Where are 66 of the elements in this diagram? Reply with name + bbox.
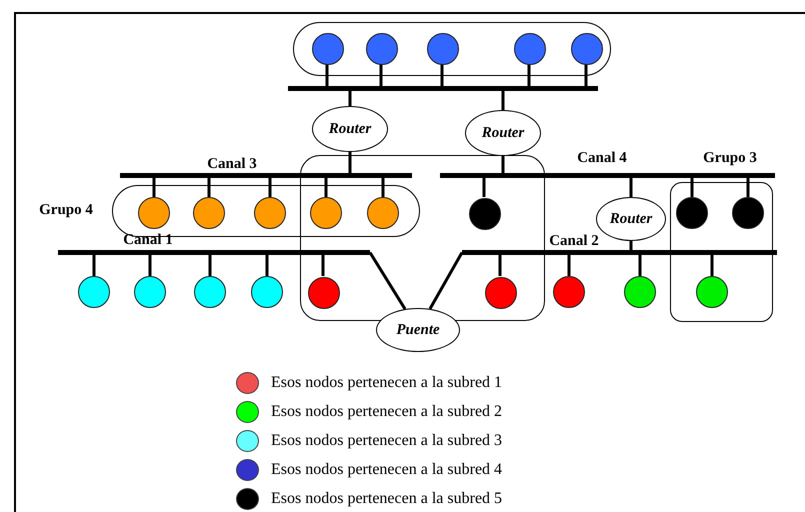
cable-line <box>266 255 268 276</box>
group-outline <box>293 22 611 76</box>
cable-line <box>498 255 502 276</box>
host-circle <box>134 276 166 308</box>
cable-line <box>482 178 486 197</box>
host-circle <box>514 33 546 65</box>
cable-line <box>348 91 352 106</box>
cable-line <box>208 255 212 276</box>
host-circle <box>138 197 170 229</box>
cable-line <box>148 255 152 276</box>
cable-line <box>440 64 444 86</box>
legend-text: Esos nodos pertenecen a la subred 3 <box>271 431 502 450</box>
host-circle <box>624 276 656 308</box>
cable-line <box>348 152 352 173</box>
cable-line <box>326 64 328 86</box>
legend-text: Esos nodos pertenecen a la subred 4 <box>271 460 502 479</box>
host-circle <box>78 276 110 308</box>
host-circle <box>427 33 459 65</box>
host-circle <box>310 197 342 229</box>
host-circle <box>696 276 728 308</box>
cable-line <box>638 255 642 276</box>
cable-line <box>152 178 156 197</box>
host-circle <box>676 197 708 229</box>
host-circle <box>312 33 344 65</box>
cable-line <box>568 255 570 276</box>
cable-line <box>746 178 750 197</box>
legend-text: Esos nodos pertenecen a la subred 1 <box>271 373 502 392</box>
cable-line <box>92 255 96 276</box>
cable-line <box>630 241 632 250</box>
cable-line <box>584 64 588 86</box>
router-node: Router <box>465 110 541 156</box>
host-circle <box>553 276 585 308</box>
cable-line <box>324 178 328 197</box>
cable-line <box>268 178 272 197</box>
host-circle <box>571 33 603 65</box>
host-circle <box>485 277 517 309</box>
host-circle <box>308 277 340 309</box>
legend-text: Esos nodos pertenecen a la subred 5 <box>271 489 502 508</box>
bridge-node: Puente <box>376 308 460 352</box>
cable-line <box>630 178 632 197</box>
cable-line <box>380 64 382 86</box>
bus-label: Canal 3 <box>207 156 257 172</box>
host-circle <box>193 197 225 229</box>
router-node: Router <box>312 106 388 152</box>
group-label: Grupo 3 <box>703 150 757 166</box>
host-circle <box>367 197 399 229</box>
host-circle <box>254 197 286 229</box>
legend-text: Esos nodos pertenecen a la subred 2 <box>271 402 502 421</box>
cable-line <box>690 178 694 197</box>
host-circle <box>469 198 501 230</box>
cable-line <box>368 252 406 310</box>
host-circle <box>366 33 398 65</box>
bus-label: Canal 4 <box>577 150 627 166</box>
cable-line <box>322 255 324 276</box>
cable-line <box>710 255 714 276</box>
cable-line <box>502 91 504 110</box>
cable-line <box>528 64 530 86</box>
bus-label: Canal 2 <box>549 233 599 249</box>
group-label: Grupo 4 <box>39 202 93 218</box>
cable-line <box>428 252 464 310</box>
cable-line <box>502 156 504 173</box>
host-circle <box>194 276 226 308</box>
cable-line <box>382 178 384 197</box>
host-circle <box>251 276 283 308</box>
cable-line <box>208 178 210 197</box>
host-circle <box>732 197 764 229</box>
